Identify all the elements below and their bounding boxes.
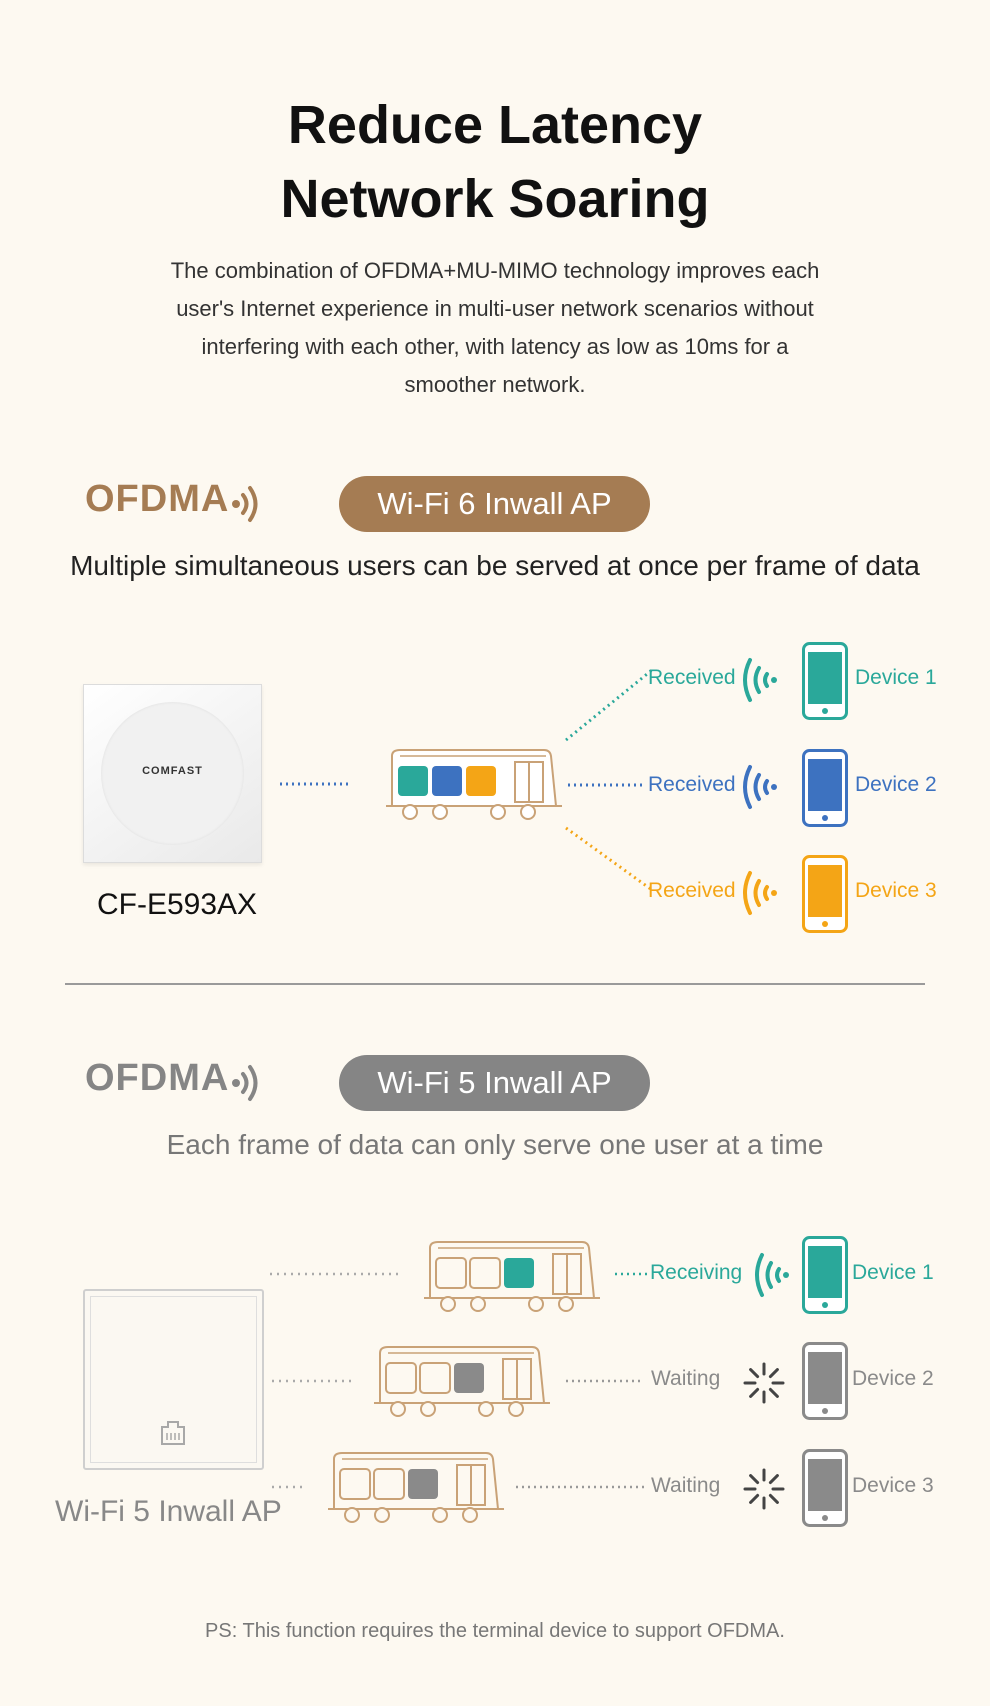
data-frame-bus: [374, 1346, 550, 1417]
loading-spinner-icon: [743, 1362, 785, 1404]
device-name-3: Device 3: [855, 879, 937, 902]
wifi5-description: Each frame of data can only serve one us…: [166, 1129, 824, 1160]
footnote: PS: This function requires the terminal …: [205, 1620, 785, 1642]
wifi5-device-name-1: Device 1: [852, 1261, 934, 1284]
dotted-line: [272, 1485, 304, 1489]
branch-lines: [565, 668, 653, 892]
loading-spinner-icon: [743, 1468, 785, 1510]
wifi5-device-name-2: Device 2: [852, 1367, 934, 1390]
wave-icon: [232, 1065, 258, 1101]
packet-device1: [398, 766, 428, 796]
data-frame-bus: [328, 1452, 504, 1523]
device-name-1: Device 1: [855, 666, 937, 689]
phone-icon-3: [802, 1449, 848, 1527]
data-frame-bus: [424, 1241, 600, 1312]
device-brand-logo: COMFAST: [142, 765, 203, 777]
intro-text: The combination of OFDMA+MU-MIMO technol…: [170, 258, 820, 397]
data-frame-bus: [386, 749, 562, 820]
ofdma-label-wifi5: OFDMA: [85, 1057, 230, 1099]
dotted-line: [615, 1272, 647, 1276]
status-received-2: Received: [648, 773, 736, 796]
dotted-line: [566, 1379, 644, 1383]
wifi6-ap-device: COMFAST: [83, 684, 262, 863]
phone-icon-2: [802, 749, 848, 827]
device-name-2: Device 2: [855, 773, 937, 796]
packet-device2: [454, 1363, 484, 1393]
status-received-3: Received: [648, 879, 736, 902]
dotted-line: [272, 1379, 354, 1383]
ethernet-port-icon: [161, 1421, 185, 1445]
ap-dome: [101, 702, 244, 845]
packet-device3: [466, 766, 496, 796]
wifi6-badge: Wi-Fi 6 Inwall AP: [339, 476, 650, 532]
status-receiving-1: Receiving: [650, 1261, 743, 1284]
packet-device1: [504, 1258, 534, 1288]
wifi5-model-label: Wi-Fi 5 Inwall AP: [55, 1495, 282, 1528]
phone-icon-1: [802, 642, 848, 720]
dotted-line: [270, 1272, 402, 1276]
wifi5-ap-device: [83, 1289, 264, 1470]
page-title-line2: Network Soaring: [280, 169, 710, 229]
status-received-1: Received: [648, 666, 736, 689]
phone-icon-2: [802, 1342, 848, 1420]
wifi5-device-name-3: Device 3: [852, 1474, 934, 1497]
wifi6-model-label: CF-E593AX: [97, 888, 258, 921]
page-title-line1: Reduce Latency: [287, 95, 703, 155]
wifi5-badge: Wi-Fi 5 Inwall AP: [339, 1055, 650, 1111]
signal-icon: [743, 765, 777, 809]
phone-icon-3: [802, 855, 848, 933]
signal-icon: [743, 658, 777, 702]
signal-icon: [743, 871, 777, 915]
packet-device2: [432, 766, 462, 796]
section-divider: [65, 983, 925, 985]
ofdma-label-wifi6: OFDMA: [85, 478, 230, 520]
wifi6-description: Multiple simultaneous users can be serve…: [70, 550, 920, 581]
signal-icon: [755, 1253, 789, 1297]
status-waiting-2: Waiting: [651, 1367, 721, 1390]
status-waiting-3: Waiting: [651, 1474, 721, 1497]
phone-icon-1: [802, 1236, 848, 1314]
dotted-line: [516, 1485, 644, 1489]
packet-device3: [408, 1469, 438, 1499]
wave-icon: [232, 486, 258, 522]
dotted-line: [280, 782, 352, 786]
